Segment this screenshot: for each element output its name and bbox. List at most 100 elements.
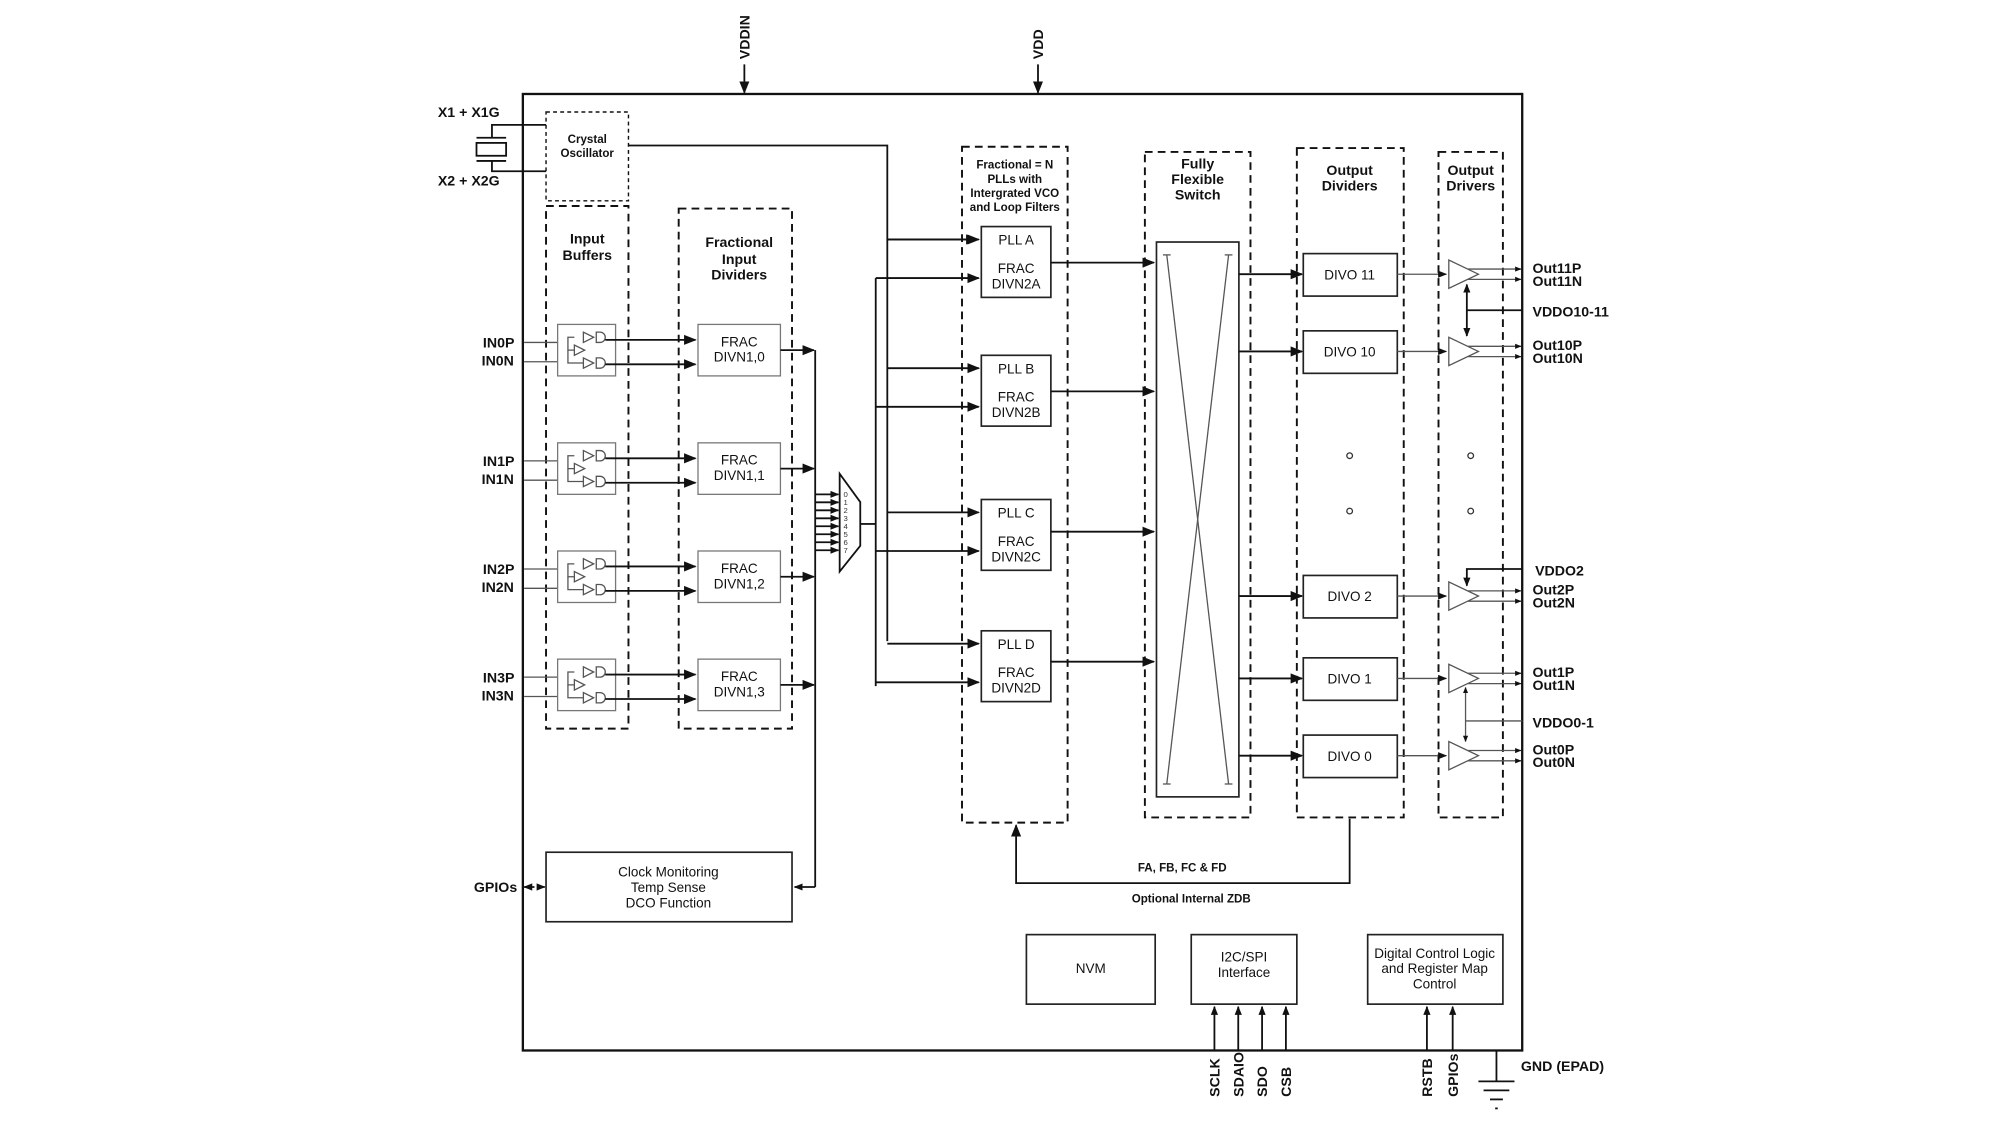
plls-title-4: and Loop Filters [970, 202, 1060, 214]
plls-group [961, 145, 1069, 824]
i2c-spi-block [1190, 933, 1298, 1005]
clock-monitor-block [545, 851, 793, 923]
plls-title-3: Intergrated VCO [970, 188, 1059, 200]
vddo2-label: VDDO2 [1535, 563, 1584, 579]
output-n-label: Out10N [1533, 351, 1583, 367]
vddo10-11-label: VDDO10-11 [1533, 305, 1609, 321]
pll-block [980, 225, 1052, 299]
serial-pin-label: SCLK [1208, 1058, 1224, 1097]
mux-input-label: 0 [844, 490, 848, 499]
input-p-label: IN1P [483, 454, 514, 470]
input-p-label: IN0P [483, 336, 514, 352]
output-divider-block [1302, 330, 1399, 375]
chip-outline [521, 92, 1524, 1052]
input-p-label: IN3P [483, 670, 514, 686]
digital-control: Digital Control Logic and Register Map C… [1366, 933, 1504, 1097]
divider-line-1: FRAC [721, 561, 758, 576]
buffer-icon [567, 557, 606, 596]
vddo2-rail: VDDO2 [1463, 563, 1584, 587]
pll-divider-label: DIVN2A [992, 276, 1041, 291]
output-drivers-title-1: Output [1448, 163, 1495, 179]
ground-symbol: GND (EPAD) [1478, 1050, 1604, 1110]
ellipsis-dots [1346, 452, 1475, 515]
crystal-section: X1 + X1G X2 + X2G Crystal Oscillator [438, 105, 979, 245]
output-driver-icon [1448, 740, 1480, 771]
serial-pin-label: SDO [1255, 1066, 1271, 1097]
input-buffer-block [556, 550, 617, 604]
pll-frac-label: FRAC [998, 261, 1035, 276]
pll-block [980, 629, 1052, 703]
output-divider-label: DIVO 0 [1328, 749, 1372, 764]
input-p-label: IN2P [483, 562, 514, 578]
monitor-gpio-label: GPIOs [474, 880, 517, 896]
control-line-2: and Register Map [1381, 961, 1488, 976]
divider-line-2: DIVN1,3 [714, 684, 765, 699]
crystal-osc-line2: Oscillator [561, 148, 615, 160]
divider-line-1: FRAC [721, 334, 758, 349]
output-p-label: Out11P [1533, 261, 1582, 277]
mux-input-label: 2 [844, 506, 848, 515]
divider-line-1: FRAC [721, 669, 758, 684]
output-driver-icon [1448, 259, 1480, 290]
mux-input-label: 4 [844, 522, 849, 531]
clock-monitor-section: Clock Monitoring Temp Sense DCO Function… [474, 851, 816, 923]
output-p-label: Out0P [1533, 742, 1575, 758]
mux-input-label: 5 [844, 530, 848, 539]
buffer-icon [567, 449, 606, 488]
flexible-switch [1155, 241, 1240, 798]
vdd-label: VDD [1031, 29, 1047, 59]
input-buffer-block [556, 658, 617, 712]
crystal-icon [475, 123, 547, 173]
serial-pin-label: SDAIO [1231, 1052, 1247, 1097]
switch-title-2: Flexible [1171, 172, 1224, 188]
input-buffer-block [556, 442, 617, 495]
pll-frac-label: FRAC [998, 390, 1035, 405]
buffer-icon [567, 331, 606, 370]
pll-name: PLL D [998, 637, 1035, 652]
control-pin-label: RSTB [1420, 1058, 1436, 1097]
output-divider-label: DIVO 1 [1328, 672, 1372, 687]
mux-input-label: 7 [844, 546, 848, 555]
input-buffer-block [556, 323, 617, 377]
vddin-pin: VDDIN [738, 15, 754, 94]
switch-group [1143, 150, 1252, 819]
pll-block [980, 498, 1052, 572]
frac-input-divider-block [697, 658, 782, 712]
digital-control-block [1366, 933, 1504, 1005]
output-divider-label: DIVO 10 [1324, 345, 1376, 360]
output-p-label: Out10P [1533, 338, 1583, 354]
frac-input-dividers-title-1: Fractional [705, 235, 773, 251]
divider-line-2: DIVN1,0 [714, 350, 765, 365]
mux-input-label: 6 [844, 538, 848, 547]
control-line-1: Digital Control Logic [1374, 946, 1495, 961]
serial-pin-label: CSB [1279, 1067, 1295, 1097]
crystal-osc-line1: Crystal [568, 134, 607, 146]
nvm-label: NVM [1076, 961, 1106, 976]
x1-pin-label: X1 + X1G [438, 105, 500, 121]
xtal-to-plls-wire [628, 144, 979, 245]
pll-block [980, 354, 1052, 427]
crystal-oscillator-block [545, 111, 630, 202]
input-buffers-title-1: Input [570, 231, 605, 247]
vddo10-11-rail: VDDO10-11 [1463, 283, 1609, 337]
input-n-label: IN3N [482, 688, 514, 704]
control-line-3: Control [1413, 977, 1457, 992]
output-drivers-group [1437, 150, 1504, 819]
x2-pin-label: X2 + X2G [438, 173, 500, 189]
switch-title-1: Fully [1181, 157, 1214, 173]
serial-line-2: Interface [1218, 965, 1271, 980]
divider-line-2: DIVN1,1 [714, 468, 765, 483]
